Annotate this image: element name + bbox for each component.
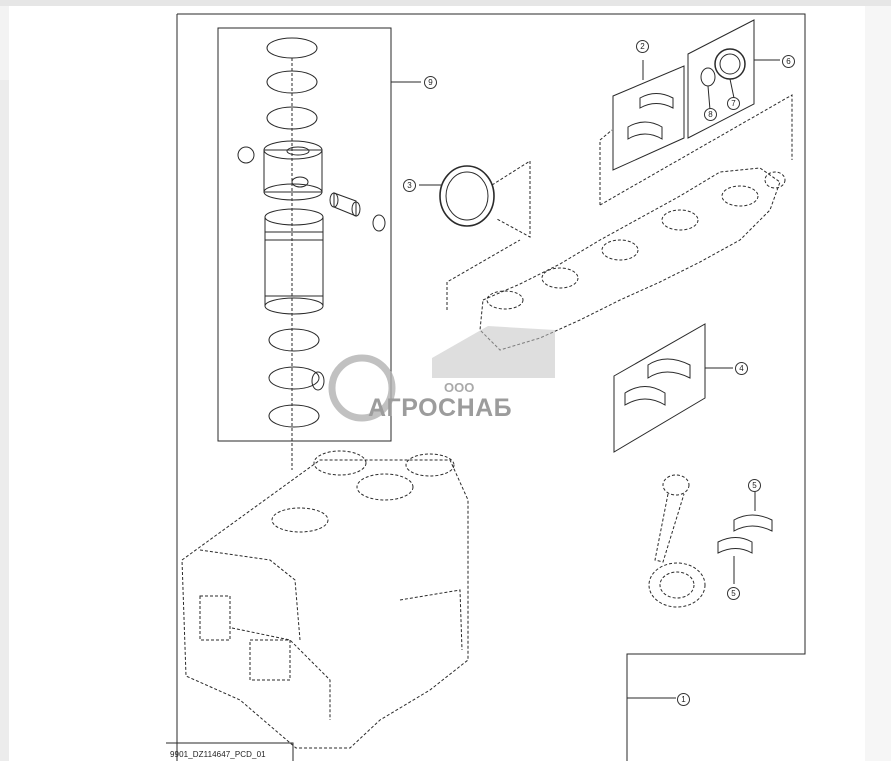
diagram-paper: [9, 6, 865, 761]
main-bearing-upper-box: [612, 60, 685, 171]
rod-bearings: [717, 492, 773, 584]
engine-block: [181, 450, 469, 749]
front-seal-kit-box: [687, 19, 780, 139]
piston-pin: [329, 192, 386, 232]
right-gutter: [865, 6, 891, 761]
rear-seal: [439, 160, 531, 238]
main-bearing-lower-box: [613, 323, 733, 453]
callout-5-top: 5: [748, 479, 761, 492]
watermark-company: АГРОСНАБ: [368, 394, 513, 422]
callout-8: 8: [704, 108, 717, 121]
block-group-outline: [177, 13, 806, 761]
callout-3: 3: [403, 179, 416, 192]
callout-7: 7: [727, 97, 740, 110]
piston-kit-box: [217, 27, 392, 442]
figure-code: 9901_DZ114647_PCD_01: [170, 750, 266, 759]
liner-seals: [268, 328, 325, 428]
callout-6: 6: [782, 55, 795, 68]
callout-4: 4: [735, 362, 748, 375]
piston: [237, 140, 323, 201]
connecting-rod: [648, 474, 706, 608]
figure-code-box: [166, 742, 294, 761]
watermark-combine-icon: [432, 326, 555, 378]
callout-9: 9: [424, 76, 437, 89]
callout-2: 2: [636, 40, 649, 53]
callout-1: 1: [677, 693, 690, 706]
cylinder-liner: [264, 208, 324, 315]
watermark-prefix: ООО: [444, 380, 475, 395]
watermark-emblem: [328, 354, 396, 422]
crankshaft: [479, 167, 786, 351]
callout-5-bottom: 5: [727, 587, 740, 600]
top-strip: [0, 0, 891, 6]
